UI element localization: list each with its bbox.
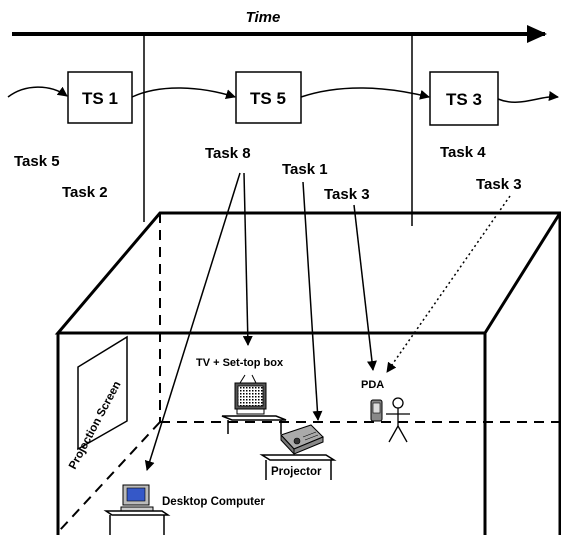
person-icon — [386, 397, 410, 443]
desktop-computer-icon — [120, 484, 154, 512]
tv-icon — [234, 374, 267, 415]
task-label-task2: Task 2 — [62, 184, 108, 201]
tv-label: TV + Set-top box — [196, 357, 284, 369]
tv-table-icon — [221, 415, 287, 434]
task8-to-desktop-arrow — [144, 172, 241, 471]
pda-icon — [370, 399, 383, 422]
flow-arrow — [7, 86, 68, 98]
task-label-task3: Task 3 — [324, 186, 370, 203]
projector-table-icon — [259, 454, 337, 480]
projector-label: Projector — [271, 466, 322, 478]
task-set-label-ts5: TS 5 — [250, 89, 286, 108]
flow-arrow — [131, 87, 236, 100]
task-set-label-ts1: TS 1 — [82, 89, 118, 108]
task-label-task3-remote: Task 3 — [476, 176, 522, 193]
desktop-computer-label: Desktop Computer — [162, 496, 265, 508]
flow-arrow — [300, 87, 430, 100]
room-hidden-edges — [59, 213, 560, 531]
task-set-box-ts5 — [235, 71, 302, 124]
projection-screen-icon — [77, 335, 128, 451]
room-box — [54, 211, 561, 535]
flow-arrow — [497, 91, 559, 103]
time-axis-label: Time — [246, 9, 281, 26]
desktop-table-icon — [103, 510, 171, 535]
pda-label: PDA — [361, 379, 384, 391]
task8-to-tv-arrow — [242, 172, 253, 346]
task-set-box-ts3 — [429, 71, 499, 126]
task-set-box-ts1 — [67, 71, 133, 124]
task-label-task8: Task 8 — [205, 145, 251, 162]
task-label-task4: Task 4 — [440, 144, 486, 161]
task-label-task1: Task 1 — [282, 161, 328, 178]
task3-to-pda-arrow — [353, 204, 377, 371]
task3-remote-to-pda-arrow — [386, 195, 511, 373]
task1-to-projector-arrow — [302, 181, 323, 421]
projector-icon — [280, 424, 324, 456]
task-set-label-ts3: TS 3 — [446, 90, 482, 109]
task-label-task5: Task 5 — [14, 153, 60, 170]
